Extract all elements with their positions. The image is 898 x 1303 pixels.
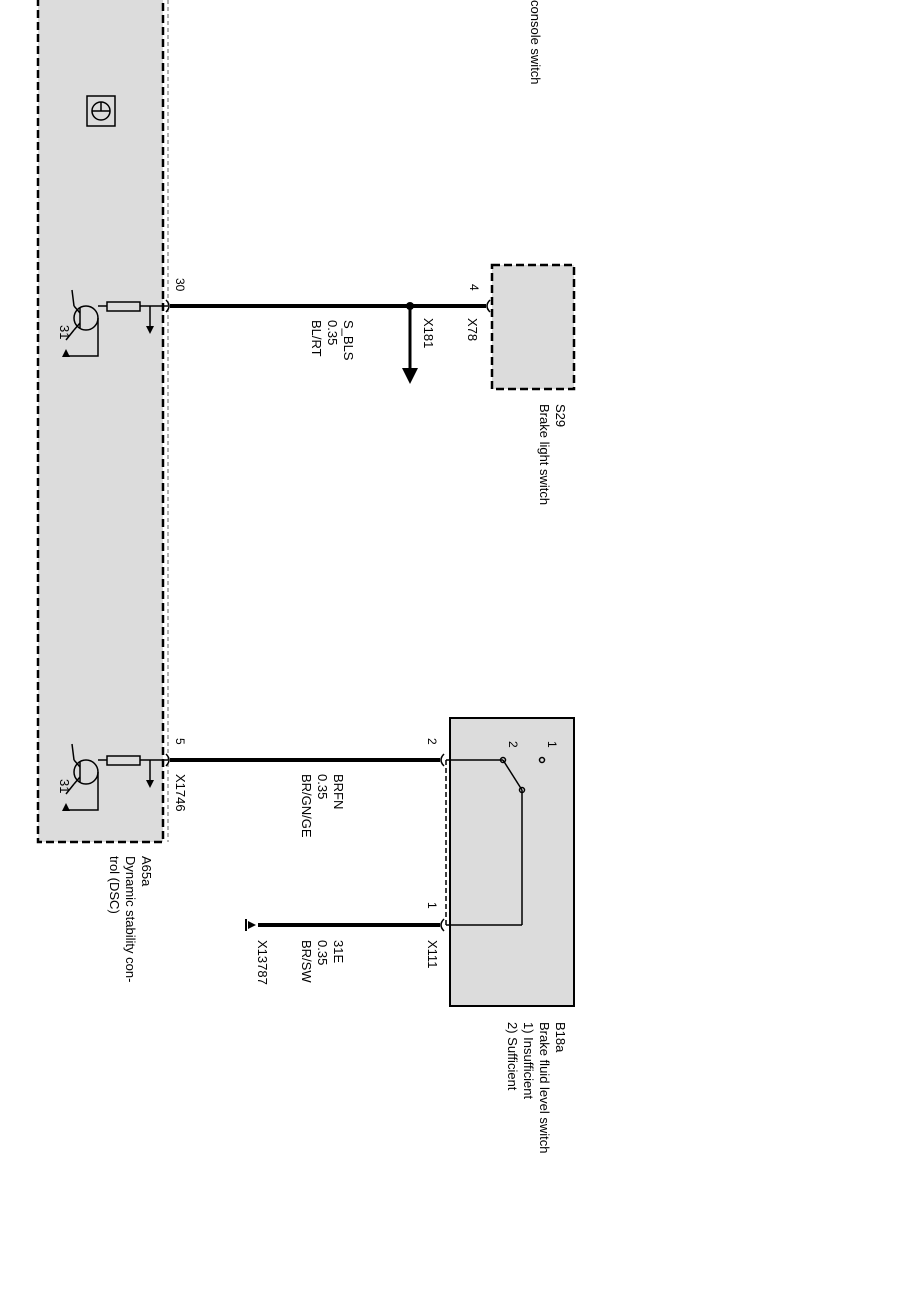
wire-ground-color: BR/SW [299, 940, 314, 983]
ground-label-upper: 31 [57, 325, 72, 339]
brake-light-switch-box [490, 263, 576, 391]
fluid-level-switch-box [449, 717, 575, 1007]
wire-ground-gauge: 0.35 [315, 940, 330, 965]
arrow-lower-icon [146, 780, 154, 788]
fluid-switch-option1: 1) Insufficient [521, 1022, 536, 1099]
wire-upper-color: BL/RT [309, 320, 324, 357]
fluid-pin-1-label: 1 [425, 902, 439, 909]
connector-pin5-icon [165, 753, 170, 767]
contact-1-label: 1 [545, 741, 559, 748]
connector-x111-top-icon [440, 753, 445, 767]
top-console-label: console switch [528, 0, 543, 85]
wire-upper-signal: S_BLS [341, 320, 356, 361]
wire-lower-signal: BRFN [331, 774, 346, 809]
ground-label-lower: 31 [57, 779, 72, 793]
connector-x1746-label: X1746 [173, 774, 188, 812]
module-name-line1: Dynamic stability con- [123, 856, 138, 982]
control-unit-icon [86, 95, 116, 127]
ground-lower-icon [62, 803, 70, 811]
connector-x78-icon [486, 299, 491, 313]
pin-5-label: 5 [173, 738, 187, 745]
ground-upper-icon [62, 349, 70, 357]
brake-light-switch-name: Brake light switch [537, 404, 552, 505]
fluid-switch-contact-icon [446, 756, 546, 926]
ground-x13787-label: X13787 [255, 940, 270, 985]
transistor-upper-icon [65, 289, 168, 357]
fluid-switch-option2: 2) Sufficient [505, 1022, 520, 1091]
junction-x181-label: X181 [421, 318, 436, 348]
module-id-label: A65a [139, 856, 154, 887]
connector-pin30-icon [165, 299, 170, 313]
pin-4-label: 4 [467, 284, 481, 291]
fluid-switch-name: Brake fluid level switch [537, 1022, 552, 1154]
wire-ground-signal: 31E [331, 940, 346, 963]
transistor-lower-icon [65, 743, 168, 811]
connector-x111-bottom-icon [440, 918, 445, 932]
connector-x111-label: X111 [425, 940, 440, 968]
wire-upper-gauge: 0.35 [325, 320, 340, 345]
arrow-upper-icon [146, 326, 154, 334]
contact-2-label: 2 [506, 741, 520, 748]
fluid-pin-2-label: 2 [425, 738, 439, 745]
wire-lower-color: BR/GN/GE [299, 774, 314, 838]
ground-x13787-icon [248, 921, 256, 929]
connector-x78-label: X78 [465, 318, 480, 341]
brake-light-switch-id: S29 [553, 404, 568, 427]
dsc-module-box [36, 0, 165, 844]
x181-arrow-icon [402, 368, 418, 384]
wire-lower-gauge: 0.35 [315, 774, 330, 799]
fluid-switch-id: B18a [553, 1022, 568, 1053]
module-name-line2: trol (DSC) [107, 856, 122, 914]
pin-30-label: 30 [173, 278, 187, 292]
